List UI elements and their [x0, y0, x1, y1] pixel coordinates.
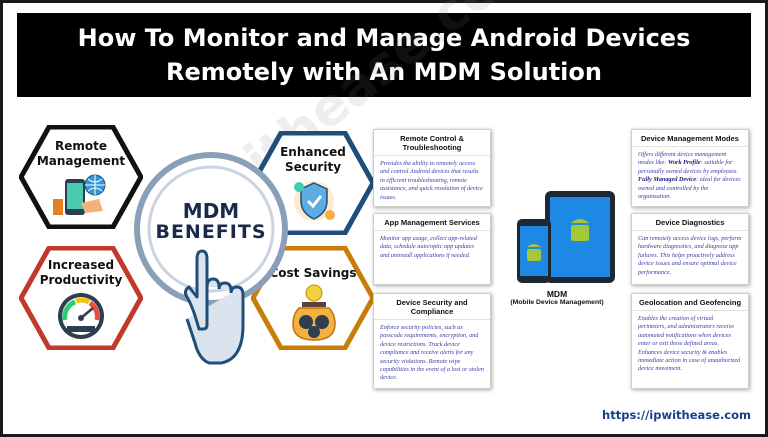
device-caption-main: MDM — [546, 289, 568, 299]
card-body: Monitor app usage, collect app-related d… — [380, 235, 477, 259]
benefit-label: Remote Management — [36, 139, 126, 168]
benefit-label: Increased Productivity — [39, 258, 123, 287]
device-caption-sub: (Mobile Device Management) — [510, 299, 604, 306]
card-body: Offers different device management modes… — [638, 151, 741, 201]
device-caption: MDM (Mobile Device Management) — [493, 289, 621, 306]
shield-gear-icon — [294, 181, 335, 221]
speedometer-icon — [58, 293, 104, 339]
card-remote-control: Remote Control & Troubleshooting Provide… — [373, 129, 491, 207]
benefit-increased-productivity: Increased Productivity — [19, 246, 143, 350]
benefit-remote-management: Remote Management — [19, 125, 143, 229]
card-title: Device Diagnostics — [632, 214, 748, 231]
card-title: Device Management Modes — [632, 130, 748, 147]
site-url[interactable]: https://ipwithease.com — [602, 408, 751, 422]
card-device-security: Device Security and Compliance Enforce s… — [373, 293, 491, 389]
mobile-tablet-icon — [517, 191, 615, 283]
card-device-management-modes: Device Management Modes Offers different… — [631, 129, 749, 207]
card-title: Device Security and Compliance — [374, 294, 490, 320]
money-jar-icon — [292, 284, 336, 341]
title-line-1: How To Monitor and Manage Android Device… — [77, 24, 691, 52]
mdm-benefits-graphic — [134, 152, 288, 365]
card-body: Enforce security policies, such as passc… — [380, 324, 484, 382]
center-line-1: MDM — [182, 199, 240, 223]
phone-globe-icon — [53, 174, 106, 215]
card-app-management: App Management Services Monitor app usag… — [373, 213, 491, 285]
center-line-2: BENEFITS — [155, 221, 267, 243]
title-line-2: Remotely with An MDM Solution — [166, 58, 602, 86]
page-title: How To Monitor and Manage Android Device… — [17, 13, 751, 97]
benefit-label: Cost Savings — [269, 266, 357, 280]
card-title: Geolocation and Geofencing — [632, 294, 748, 311]
card-device-diagnostics: Device Diagnostics Can remotely access d… — [631, 213, 749, 285]
card-title: App Management Services — [374, 214, 490, 231]
card-body: Can remotely access device logs, perform… — [638, 235, 742, 276]
card-body: Enables the creation of virtual perimete… — [638, 315, 741, 373]
card-body: Provides the ability to remotely access … — [380, 160, 483, 201]
benefit-label: Enhanced Security — [280, 145, 346, 174]
card-title: Remote Control & Troubleshooting — [374, 130, 490, 156]
benefit-cost-savings: Cost Savings — [251, 246, 375, 350]
card-geolocation: Geolocation and Geofencing Enables the c… — [631, 293, 749, 389]
